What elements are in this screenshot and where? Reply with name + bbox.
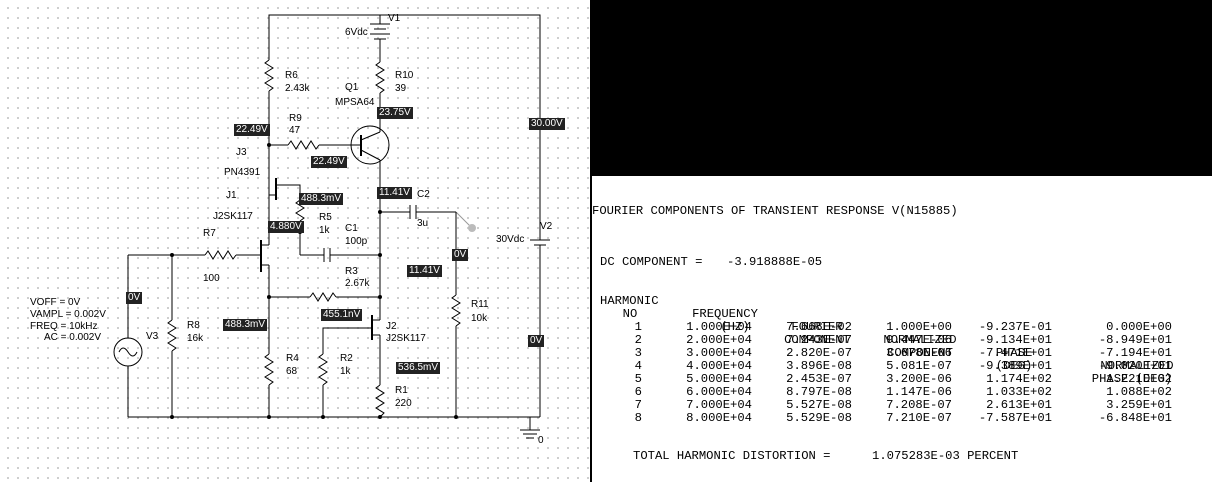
voltage-probe[interactable]: 4.880V [268, 221, 304, 233]
j3-name: J3 [236, 147, 247, 158]
thd-value: 1.075283E-03 PERCENT [872, 449, 1019, 463]
j2-model: J2SK117 [386, 333, 426, 344]
v1-value: 6Vdc [345, 27, 368, 38]
r1-name: R1 [395, 385, 408, 396]
dc-label: DC COMPONENT = [600, 255, 703, 269]
panel-divider[interactable] [590, 0, 592, 482]
c2-value: 3u [417, 218, 429, 229]
fourier-output-panel: FOURIER COMPONENTS OF TRANSIENT RESPONSE… [592, 176, 1212, 482]
r6-name: R6 [285, 70, 298, 81]
ground-label: 0 [538, 435, 544, 446]
q1-name: Q1 [345, 82, 359, 93]
v2-name: V2 [540, 221, 553, 232]
v3-vampl: VAMPL = 0.002V [30, 309, 106, 320]
r1-value: 220 [395, 398, 412, 409]
r5-value: 1k [319, 225, 330, 236]
voltage-probe[interactable]: 536.5mV [396, 362, 441, 374]
r7-value: 100 [203, 273, 220, 284]
voltage-probe[interactable]: 30.00V [529, 118, 565, 130]
v3-voff: VOFF = 0V [30, 297, 81, 308]
r8-value: 16k [187, 333, 204, 344]
r10-value: 39 [395, 83, 407, 94]
r3-value: 2.67k [345, 278, 370, 289]
voltage-probe[interactable]: 0V [528, 335, 545, 347]
voltage-probe[interactable]: 488.3mV [299, 193, 344, 205]
header-row-1: HARMONIC FREQUENCY FOURIER NORMALIZED PH… [600, 294, 1174, 373]
c1-name: C1 [345, 223, 358, 234]
voltage-probe[interactable]: 0V [126, 292, 143, 304]
header-row-2: NO (HZ) COMPONENT COMPONENT (DEG) PHASE … [622, 307, 1173, 386]
voltage-probe[interactable]: 488.3mV [223, 319, 268, 331]
r8-name: R8 [187, 320, 200, 331]
r5-name: R5 [319, 212, 332, 223]
voltage-probe[interactable]: 11.41V [377, 187, 412, 199]
v3-freq: FREQ = 10kHz [30, 321, 98, 332]
r10-name: R10 [395, 70, 414, 81]
r6-value: 2.43k [285, 83, 310, 94]
r7-name: R7 [203, 228, 216, 239]
voltage-probe[interactable]: 11.41V [407, 265, 442, 277]
r11-name: R11 [471, 299, 489, 310]
v1-name: V1 [388, 13, 401, 24]
c1-value: 100p [345, 236, 368, 247]
r3-name: R3 [345, 266, 358, 277]
voltage-probe[interactable]: 22.49V [311, 156, 347, 168]
j1-name: J1 [226, 190, 237, 201]
voltage-probe[interactable]: 23.75V [377, 107, 413, 119]
dc-value: -3.918888E-05 [727, 255, 823, 269]
r2-value: 1k [340, 366, 351, 377]
c2-name: C2 [417, 189, 430, 200]
output-title: FOURIER COMPONENTS OF TRANSIENT RESPONSE… [592, 204, 958, 218]
j3-model: PN4391 [224, 167, 261, 178]
thd-label: TOTAL HARMONIC DISTORTION = [633, 449, 831, 463]
j2-name: J2 [386, 321, 397, 332]
r2-name: R2 [340, 353, 353, 364]
v3-ac: AC = 0.002V [44, 332, 101, 343]
voltage-probe[interactable]: 22.49V [234, 124, 270, 136]
r9-name: R9 [289, 113, 302, 124]
v2-value: 30Vdc [496, 234, 525, 245]
q1-model: MPSA64 [335, 97, 375, 108]
j1-model: J2SK117 [213, 211, 253, 222]
r4-name: R4 [286, 353, 299, 364]
output-blank-area [592, 0, 1212, 176]
voltage-probe[interactable]: 455.1nV [321, 309, 363, 321]
schematic-canvas[interactable]: V1 6Vdc R6 2.43k R10 39 Q1 MPSA64 R9 47 … [0, 0, 590, 482]
voltage-probe[interactable]: 0V [452, 249, 469, 261]
r4-value: 68 [286, 366, 298, 377]
r11-value: 10k [471, 313, 488, 324]
v3-name: V3 [146, 331, 159, 342]
r9-value: 47 [289, 125, 301, 136]
